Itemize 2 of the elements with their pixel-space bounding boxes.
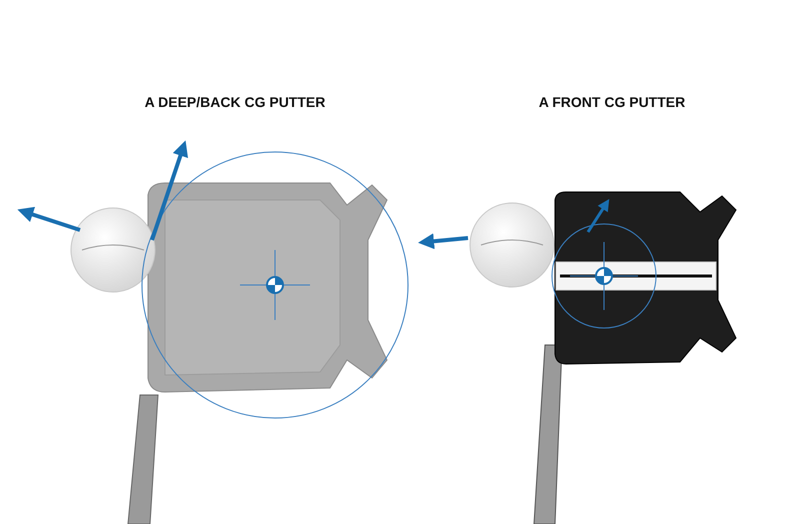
heading: A FRONT CG PUTTER [538,94,686,110]
heading: A DEEP/BACK CG PUTTER [144,94,326,110]
